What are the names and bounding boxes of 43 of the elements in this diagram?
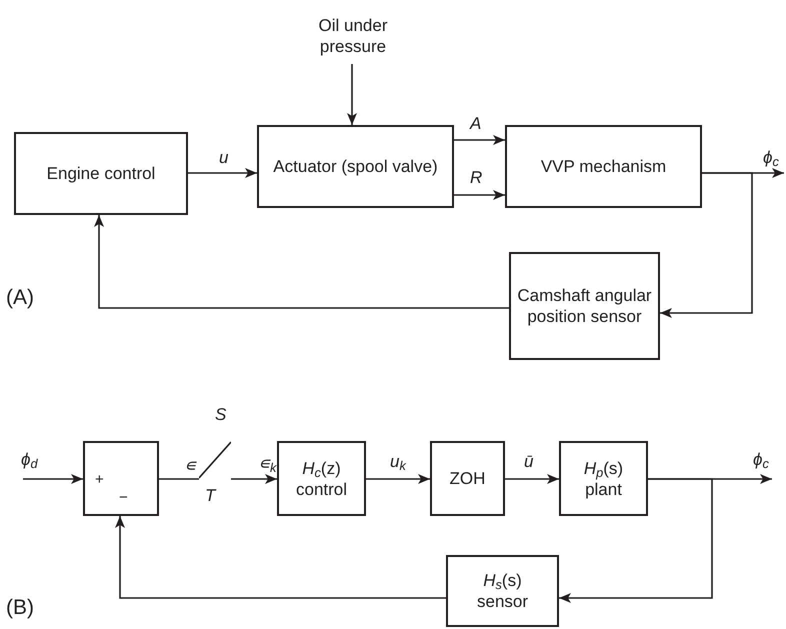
block-box — [430, 441, 505, 516]
block-box — [505, 125, 702, 208]
arrow — [23, 474, 83, 484]
panel-label: (A) — [6, 286, 34, 310]
arrow — [115, 516, 446, 599]
block-label: Actuator (spool valve) — [273, 156, 438, 177]
panel-label: (B) — [6, 596, 34, 620]
arrow — [454, 135, 505, 145]
block-label: plant — [585, 480, 622, 500]
block-label: sensor — [476, 591, 528, 612]
block-label: H$_{s}$(s) — [483, 570, 522, 591]
arrow — [188, 168, 257, 178]
block-box — [277, 441, 366, 516]
block-box — [14, 132, 188, 215]
arrow — [559, 478, 713, 603]
signal-label: ϕ$_{c}$ — [762, 148, 780, 168]
block-label: Oil under pressure — [318, 15, 388, 57]
connector-line — [159, 478, 199, 480]
block-label: H$_{p}$(s) — [584, 458, 624, 478]
block-box — [509, 252, 660, 360]
block-label: control — [296, 478, 348, 500]
arrow — [366, 474, 430, 484]
block-label: VVP mechanism — [540, 156, 666, 177]
arrow — [660, 172, 753, 318]
plus-sign: + — [95, 470, 104, 490]
arrow — [347, 64, 357, 125]
block-label: Engine control — [46, 163, 156, 184]
block-label: H$_{c}$(z) — [302, 458, 341, 478]
minus-sign: − — [119, 488, 128, 508]
switch-label: S — [215, 404, 226, 425]
block-box — [257, 125, 454, 208]
block-label: Camshaft angular position sensor — [516, 285, 653, 327]
arrow — [505, 474, 559, 484]
switch-label: T — [205, 485, 216, 506]
signal-label: ϕ$_{c}$ — [752, 450, 770, 470]
arrow — [94, 215, 509, 309]
signal-label: ϕ$_{d}$ — [20, 450, 39, 470]
block-box — [446, 555, 559, 627]
arrow — [454, 190, 505, 200]
summing-junction — [83, 441, 159, 516]
block-label: ZOH — [450, 468, 486, 489]
arrow — [231, 474, 277, 484]
block-box — [559, 441, 648, 516]
